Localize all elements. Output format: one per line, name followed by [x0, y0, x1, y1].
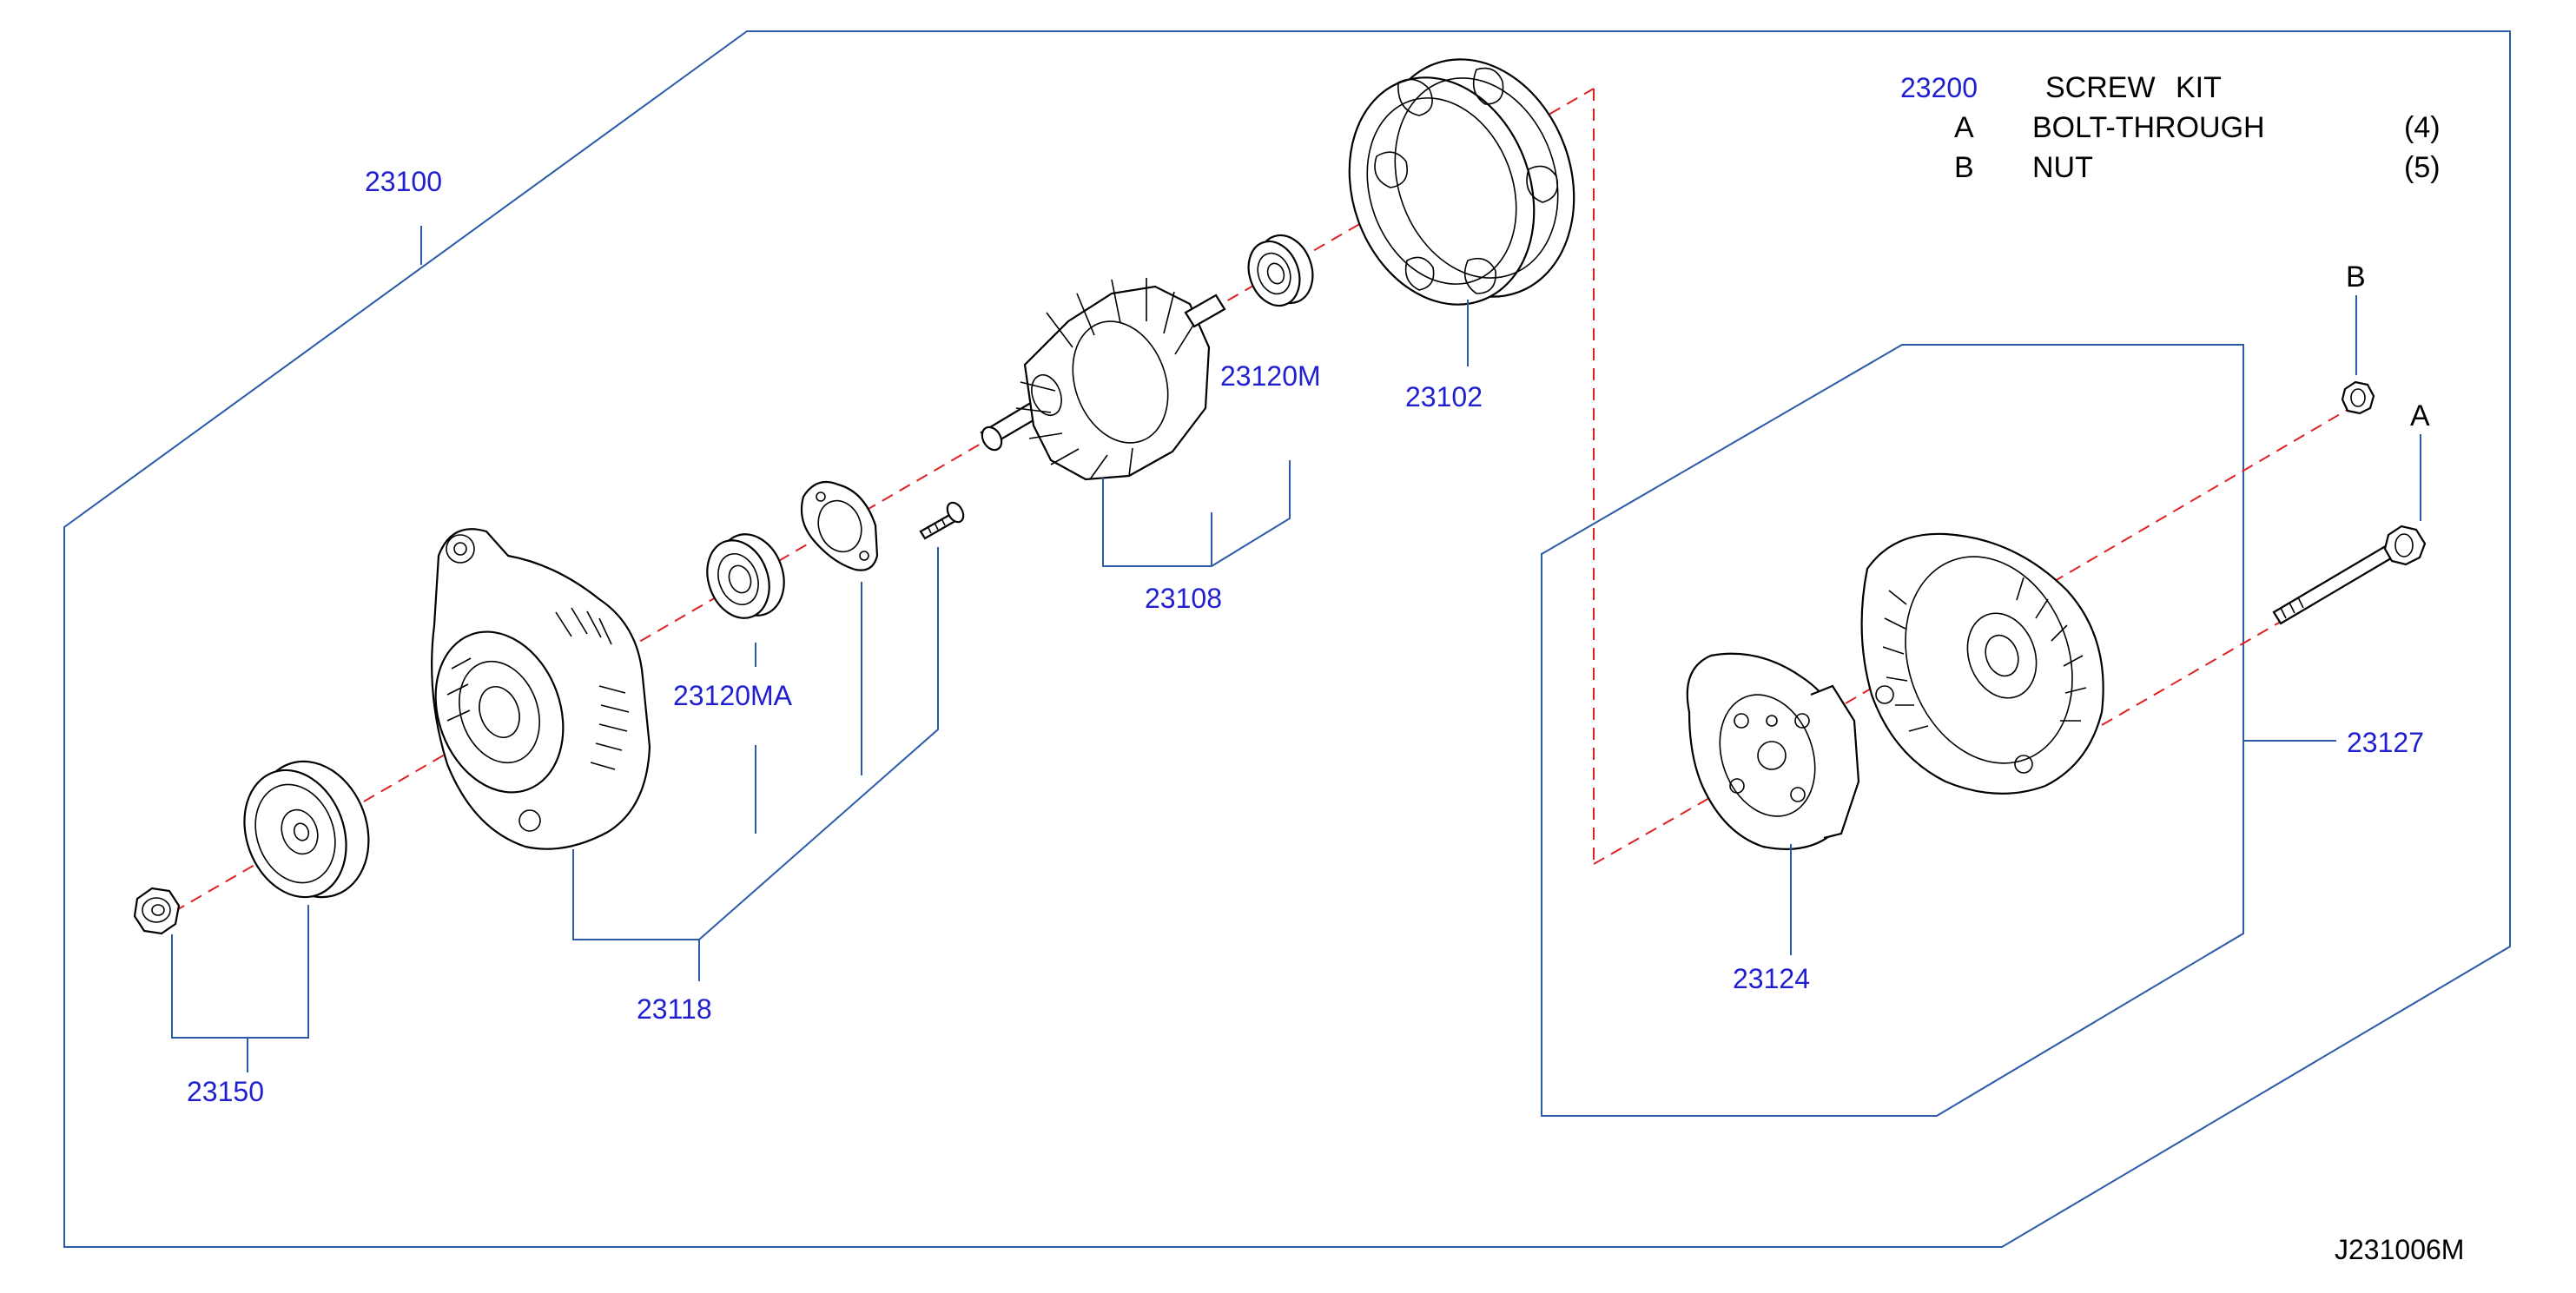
- screw-kit-item-qty: (4): [2404, 111, 2441, 144]
- retainer-screw-part: [919, 501, 965, 540]
- screw-kit-nut-part: [2341, 380, 2375, 415]
- screw-kit-title: SCREW KIT: [2045, 71, 2222, 104]
- fastener-label-b: B: [2346, 261, 2366, 294]
- bolt-axis: [2101, 609, 2302, 726]
- callout-front-bearing: 23120MA: [673, 680, 793, 711]
- main-assembly-axis: [173, 203, 1395, 913]
- rotor-part: [980, 278, 1226, 481]
- callout-front-bracket-kit: 23118: [637, 993, 712, 1025]
- pulley-nut-part: [133, 887, 181, 935]
- screw-kit-number: 23200: [1900, 72, 1978, 103]
- front-bracket-part: [431, 528, 651, 850]
- callout-assembly: 23100: [365, 166, 442, 197]
- pulley-part: [243, 760, 370, 899]
- rear-cover-frame: [1541, 344, 2244, 1117]
- assembly-frame: [63, 30, 2511, 1248]
- screw-kit-legend: 23200 SCREW KIT A BOLT-THROUGH (4) B NUT…: [1900, 71, 2441, 184]
- screw-kit-item-b: B NUT (5): [1954, 151, 2441, 184]
- bearing-retainer-part: [800, 481, 879, 571]
- leader-rotor: [1102, 460, 1291, 567]
- callout-rear-cover-assembly: 23124: [1733, 963, 1810, 994]
- callout-rear-bearing: 23120M: [1220, 360, 1321, 392]
- rear-cover-assembly-part: [1686, 652, 1860, 850]
- screw-kit-item-key: A: [1954, 111, 1974, 144]
- screw-kit-through-bolt-part: [2272, 524, 2427, 625]
- drawing-id: J231006M: [2335, 1234, 2464, 1265]
- leader-pulley-kit: [171, 905, 309, 1039]
- callout-pulley-kit: 23150: [187, 1076, 264, 1107]
- screw-kit-item-name: BOLT-THROUGH: [2032, 111, 2265, 144]
- screw-kit-item-name: NUT: [2032, 151, 2093, 184]
- callout-rotor: 23108: [1145, 583, 1222, 614]
- screw-kit-item-qty: (5): [2404, 151, 2441, 184]
- rear-bracket-part: [1860, 532, 2104, 795]
- front-bearing-part: [706, 533, 785, 619]
- screw-kit-item-key: B: [1954, 151, 1974, 184]
- callout-front-cover: 23102: [1405, 381, 1483, 412]
- rear-bearing-part: [1247, 234, 1314, 307]
- fastener-label-a: A: [2410, 399, 2430, 432]
- stator-part: [1348, 58, 1575, 306]
- callout-rear-bracket: 23127: [2347, 727, 2424, 758]
- screw-kit-item-a: A BOLT-THROUGH (4): [1954, 111, 2441, 144]
